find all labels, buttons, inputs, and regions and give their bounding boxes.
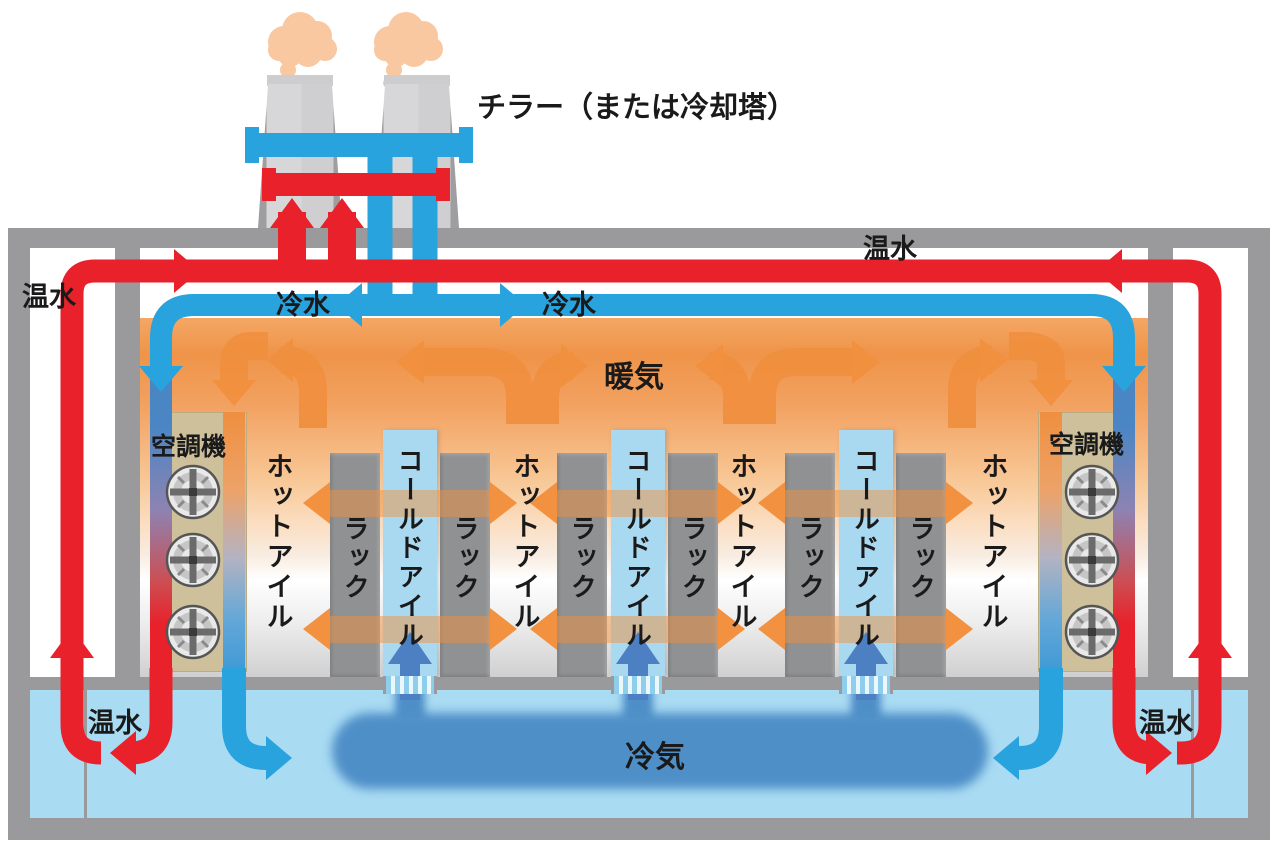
rack-label: ラック xyxy=(905,515,936,602)
hot-aisle-label: ホットアイル xyxy=(261,452,293,632)
crac-air-path-left xyxy=(223,412,245,672)
hot-exhaust-arrow-right xyxy=(490,482,517,524)
hot-exhaust-arrow-right xyxy=(946,482,973,524)
hot-water-label-bottom-left: 温水 xyxy=(88,708,142,739)
hot-exhaust-arrow-left xyxy=(758,608,785,650)
hot-exhaust-band xyxy=(330,490,490,517)
floor-grille xyxy=(839,676,893,694)
cold-water-label-right: 冷水 xyxy=(542,290,596,321)
rack-label: ラック xyxy=(339,515,370,602)
right-inner-wall xyxy=(1148,248,1173,677)
crac-water-coil-right xyxy=(1113,372,1135,672)
left-inner-wall xyxy=(115,248,140,677)
hot-exhaust-arrow-left xyxy=(530,482,557,524)
right-outer-wall xyxy=(1248,228,1270,840)
cold-aisle-label: コールドアイル xyxy=(621,447,652,650)
cold-aisle-label: コールドアイル xyxy=(849,447,880,650)
left-outer-wall xyxy=(8,228,30,840)
hot-exhaust-arrow-left xyxy=(530,608,557,650)
crac-air-path-right xyxy=(1040,412,1062,672)
hot-water-label-top-right: 温水 xyxy=(863,234,917,265)
hot-exhaust-arrow-right xyxy=(718,608,745,650)
steam-clouds xyxy=(268,12,443,88)
hot-aisle-label: ホットアイル xyxy=(725,452,757,632)
hot-aisle-label: ホットアイル xyxy=(976,452,1008,632)
cooling-tower-lid xyxy=(384,75,450,86)
hot-water-label-bottom-right: 温水 xyxy=(1139,708,1193,739)
rack-label: ラック xyxy=(677,515,708,602)
floor-grille xyxy=(383,676,437,694)
floor-wall xyxy=(8,818,1270,840)
crac-label-left: 空調機 xyxy=(151,432,227,461)
cold-air-label: 冷気 xyxy=(625,740,685,775)
rack-label: ラック xyxy=(449,515,480,602)
hot-exhaust-arrow-right xyxy=(718,482,745,524)
cold-water-label-left: 冷水 xyxy=(276,290,330,321)
hot-aisle-label: ホットアイル xyxy=(508,452,540,632)
warm-air-label: 暖気 xyxy=(604,360,664,395)
floor-grille xyxy=(611,676,665,694)
chiller-label: チラー（または冷却塔） xyxy=(477,90,797,124)
cold-aisle-label: コールドアイル xyxy=(393,447,424,650)
rack-label: ラック xyxy=(566,515,597,602)
cooling-tower-lid xyxy=(267,75,333,86)
crac-label-right: 空調機 xyxy=(1049,430,1125,459)
hot-exhaust-band xyxy=(785,490,946,517)
hot-exhaust-arrow-right xyxy=(490,608,517,650)
roof-wall xyxy=(8,228,1270,248)
hot-exhaust-arrow-left xyxy=(758,482,785,524)
cold-air-mass xyxy=(332,713,988,789)
rack-label: ラック xyxy=(794,515,825,602)
hot-water-label-top-left: 温水 xyxy=(22,282,76,313)
hot-exhaust-arrow-left xyxy=(303,608,330,650)
hot-exhaust-band xyxy=(557,490,718,517)
crac-water-coil-left xyxy=(150,372,172,672)
hot-exhaust-arrow-right xyxy=(946,608,973,650)
hot-exhaust-arrow-left xyxy=(303,482,330,524)
